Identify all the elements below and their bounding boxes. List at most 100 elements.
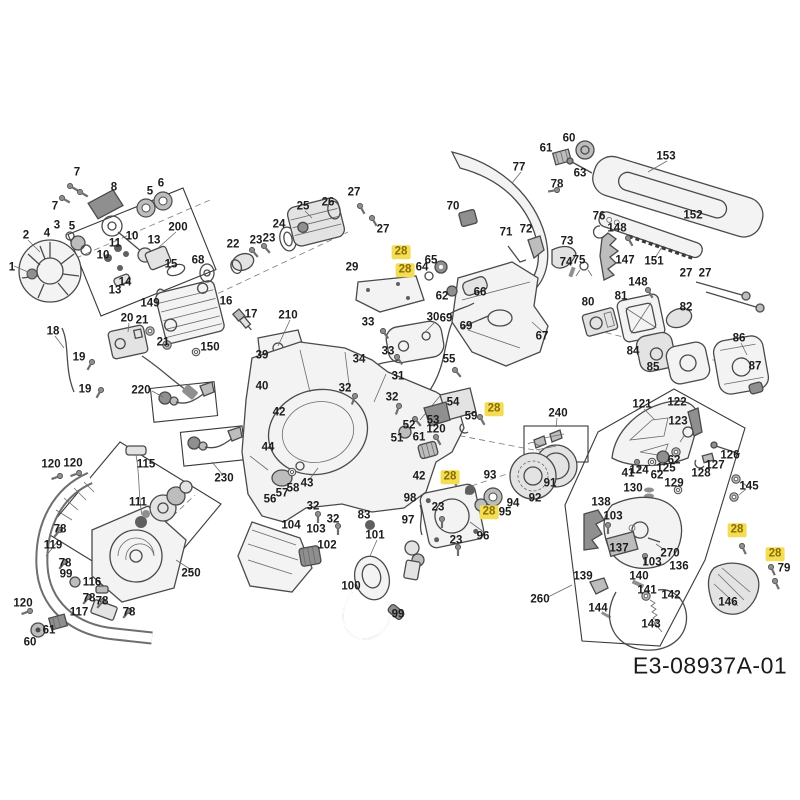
part-label: 60 <box>562 132 576 145</box>
part-label: 120 <box>426 423 446 436</box>
part-label: 16 <box>219 295 233 308</box>
part-label: 7 <box>51 200 59 213</box>
part-label: 77 <box>512 161 526 174</box>
part-label: 240 <box>548 407 568 420</box>
part-label: 69 <box>439 312 453 325</box>
part-label: 76 <box>592 210 606 223</box>
part-label: 75 <box>572 254 586 267</box>
part-label: 13 <box>108 284 122 297</box>
part-label: 143 <box>641 618 661 631</box>
part-label: 8 <box>110 181 118 194</box>
rear-handle-tank <box>424 260 549 367</box>
part-label: 14 <box>118 276 132 289</box>
part-label: 4 <box>43 227 51 240</box>
tensioner-assemblies <box>158 381 243 451</box>
part-label: 115 <box>136 458 156 471</box>
part-label-highlighted: 28 <box>395 263 415 277</box>
part-label: 95 <box>498 506 512 519</box>
cylinder-assembly <box>61 263 252 400</box>
part-label: 153 <box>656 150 676 163</box>
part-label: 111 <box>129 496 147 509</box>
part-label: 141 <box>637 584 657 597</box>
part-label: 230 <box>214 472 234 485</box>
part-label: 73 <box>560 235 574 248</box>
part-label: 80 <box>581 296 595 309</box>
part-label: 32 <box>306 500 320 513</box>
part-label: 101 <box>365 529 385 542</box>
part-label: 146 <box>718 596 738 609</box>
part-label: 94 <box>506 497 520 510</box>
part-label: 30 <box>426 311 440 324</box>
part-label-highlighted: 28 <box>479 505 499 519</box>
part-label: 150 <box>200 341 220 354</box>
part-label: 1 <box>8 261 16 274</box>
part-label: 41 <box>621 467 635 480</box>
part-label: 66 <box>473 286 487 299</box>
part-label: 67 <box>535 330 549 343</box>
part-label: 128 <box>691 467 711 480</box>
part-label: 42 <box>272 406 286 419</box>
part-label: 40 <box>255 380 269 393</box>
part-label: 15 <box>164 258 178 271</box>
part-label: 126 <box>720 449 740 462</box>
part-label: 54 <box>446 396 460 409</box>
part-label: 124 <box>629 464 649 477</box>
part-label: 100 <box>341 580 361 593</box>
part-label: 97 <box>401 514 415 527</box>
part-label: 125 <box>656 462 676 475</box>
part-label: 68 <box>191 254 205 267</box>
part-label: 53 <box>426 414 440 427</box>
guide-bar-group <box>592 155 765 313</box>
part-label: 61 <box>42 624 56 637</box>
part-label: 61 <box>539 142 553 155</box>
part-label: 58 <box>286 482 300 495</box>
part-label: 62 <box>435 290 449 303</box>
part-label: 13 <box>147 234 161 247</box>
part-label: 120 <box>41 458 61 471</box>
part-label: 99 <box>59 568 73 581</box>
part-label: 103 <box>306 523 326 536</box>
part-label: 33 <box>361 316 375 329</box>
part-label: 5 <box>68 220 76 233</box>
part-label: 152 <box>683 209 703 222</box>
part-label: 130 <box>623 482 643 495</box>
part-label: 33 <box>381 345 395 358</box>
part-label: 21 <box>156 336 170 349</box>
part-label-highlighted: 28 <box>484 402 504 416</box>
part-label: 62 <box>650 469 664 482</box>
part-label: 26 <box>321 196 335 209</box>
part-label: 10 <box>125 230 139 243</box>
part-label: 72 <box>519 223 533 236</box>
part-label: 78 <box>550 178 564 191</box>
part-label: 91 <box>543 477 557 490</box>
part-label: 81 <box>614 290 628 303</box>
part-label: 27 <box>679 267 693 280</box>
part-label: 74 <box>559 256 573 269</box>
part-label: 32 <box>338 382 352 395</box>
part-label: 142 <box>661 589 681 602</box>
clutch-assembly <box>465 429 578 512</box>
part-label: 29 <box>345 261 359 274</box>
part-label: 86 <box>732 332 746 345</box>
part-label: 64 <box>415 261 429 274</box>
part-label: 42 <box>412 470 426 483</box>
part-label: 3 <box>53 219 61 232</box>
part-label-highlighted: 28 <box>765 547 785 561</box>
part-label: 70 <box>446 200 460 213</box>
part-label: 23 <box>262 232 276 245</box>
part-label: 119 <box>43 539 63 552</box>
part-label: 122 <box>667 396 687 409</box>
part-label: 83 <box>357 509 371 522</box>
part-label: 23 <box>431 501 445 514</box>
part-label: 137 <box>609 542 629 555</box>
part-label: 6 <box>157 177 165 190</box>
part-label: 102 <box>317 539 337 552</box>
part-label: 11 <box>108 237 122 250</box>
part-label: 123 <box>668 415 688 428</box>
chain-brake-assembly <box>583 400 760 651</box>
part-label: 18 <box>46 325 60 338</box>
crankcase <box>241 341 477 530</box>
part-label-highlighted: 28 <box>391 245 411 259</box>
